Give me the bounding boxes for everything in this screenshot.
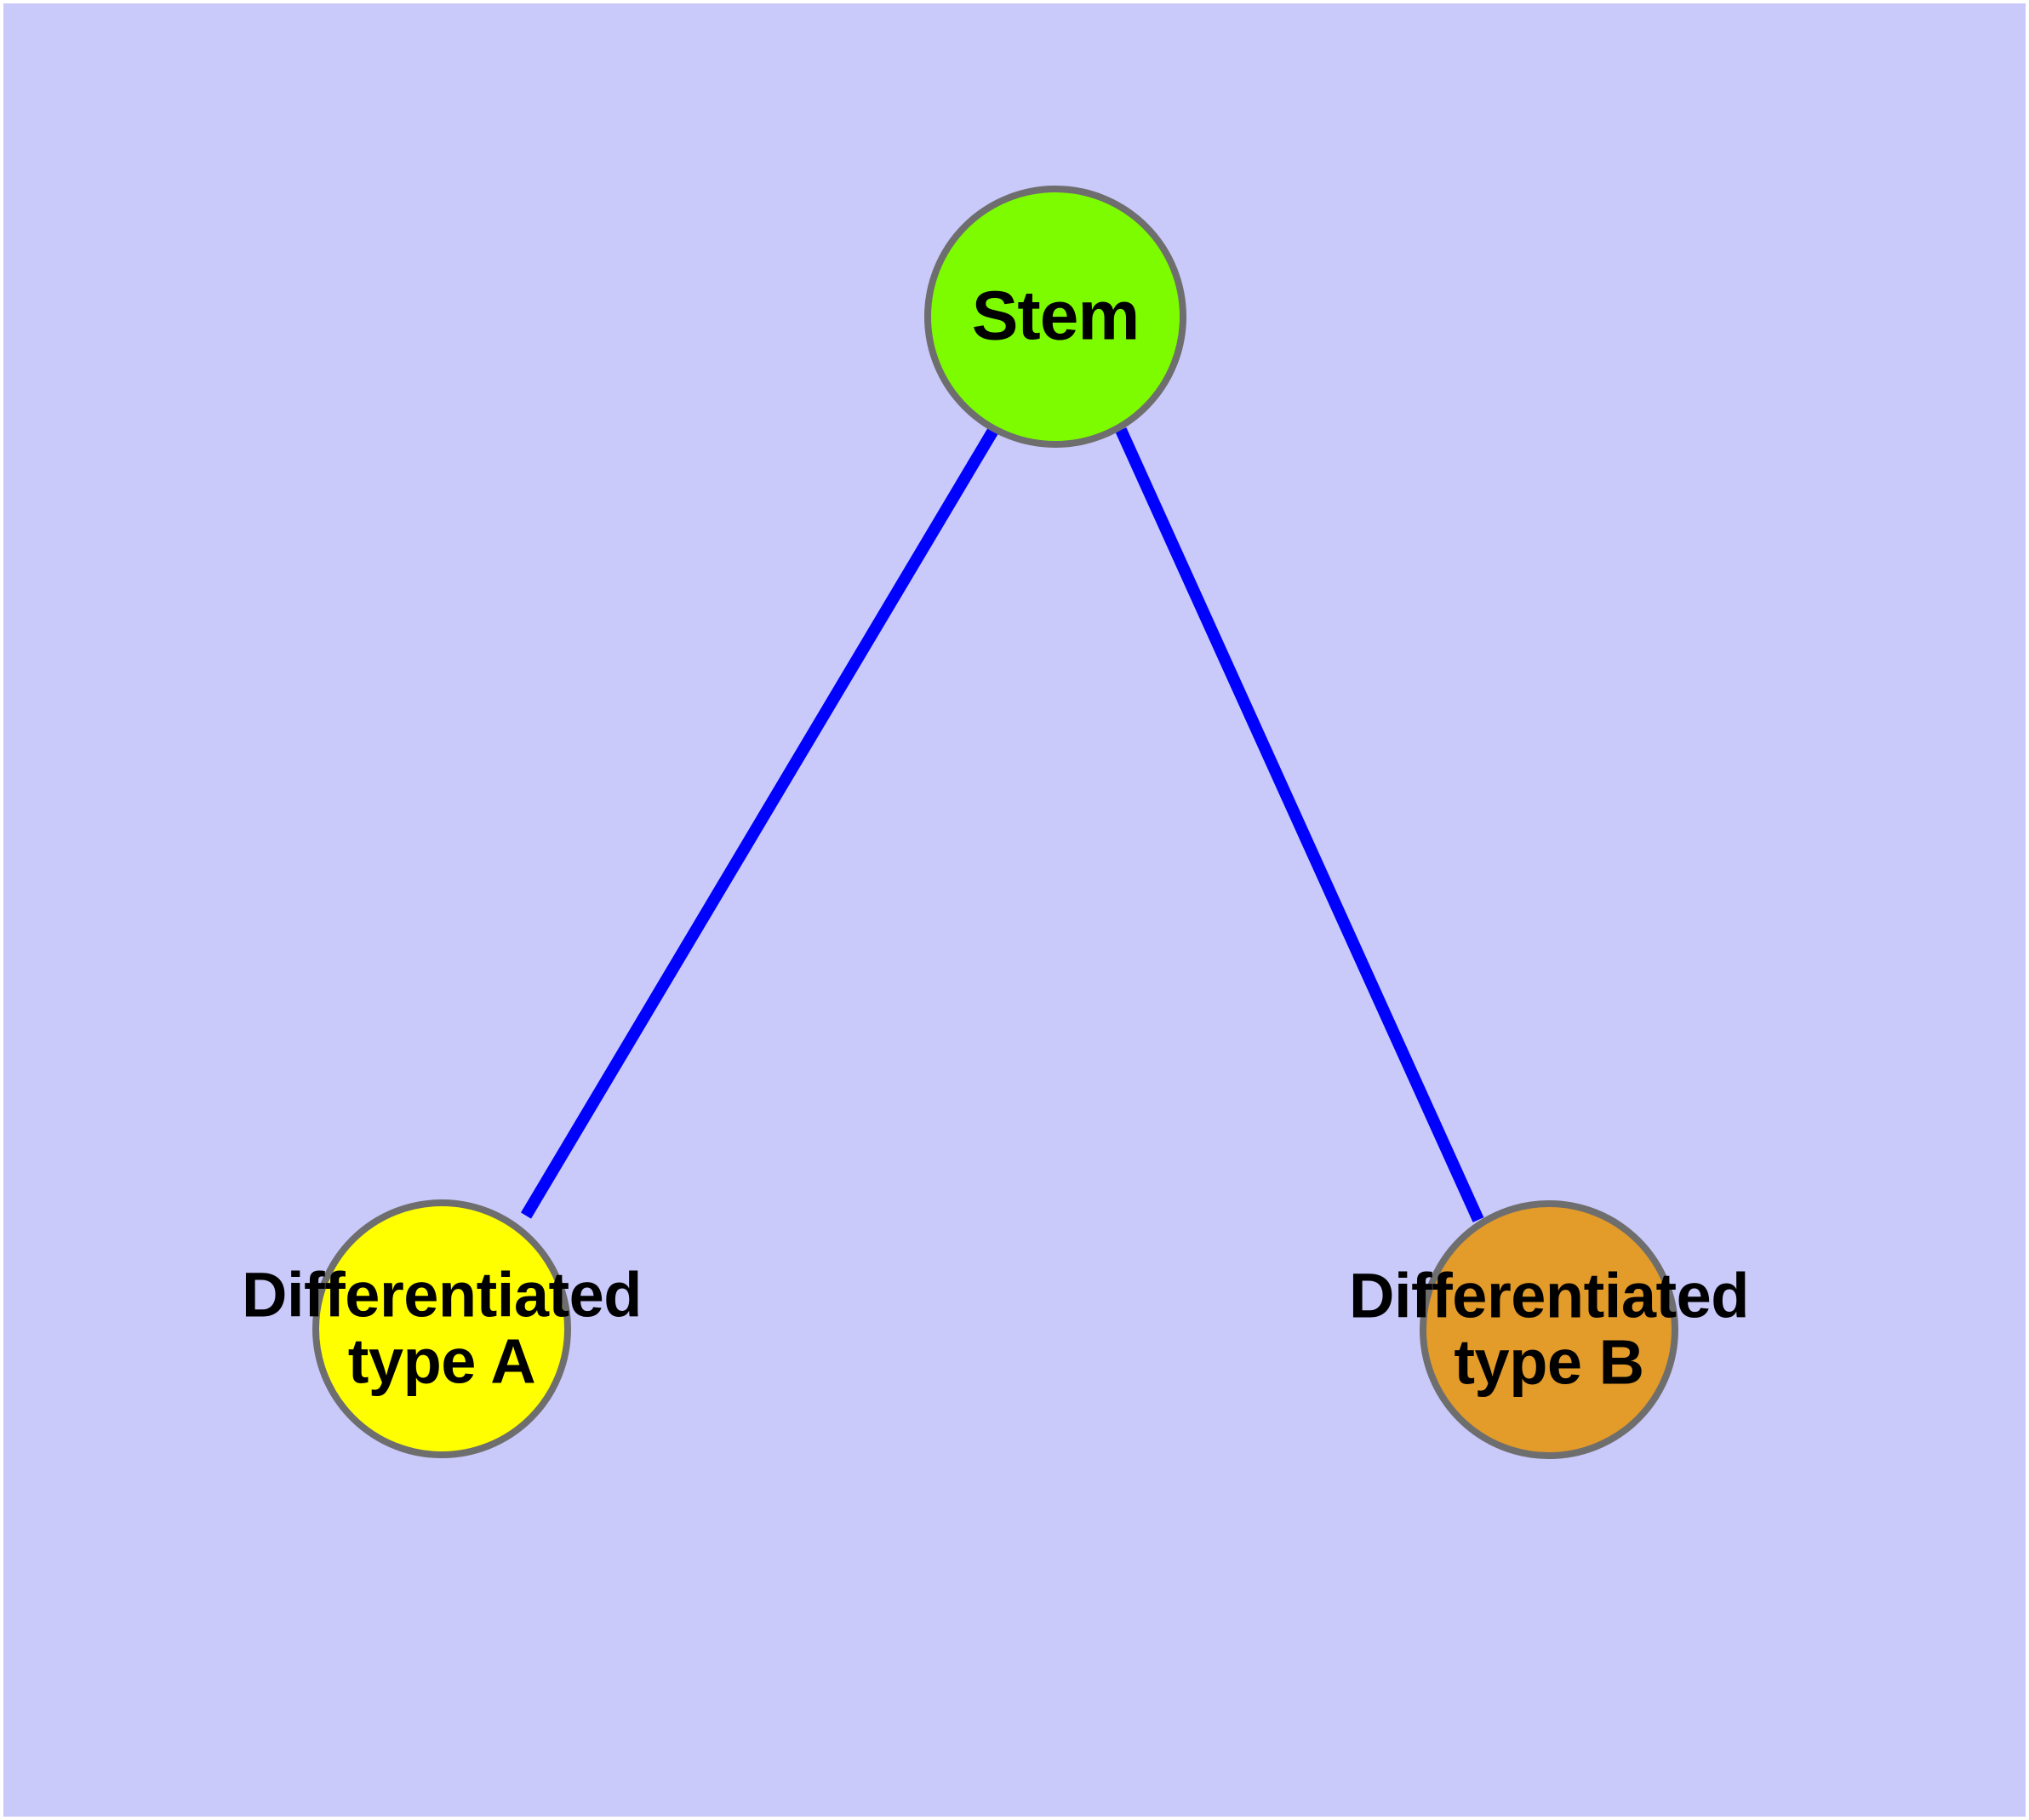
nodes-group (312, 186, 1678, 1459)
graph-node-diff_a[interactable] (312, 1199, 571, 1458)
graph-node-diff_b[interactable] (1420, 1200, 1678, 1459)
graph-svg (312, 186, 1678, 1459)
graph-edge-stem-to-a[interactable] (520, 426, 1000, 1219)
edges-group (520, 426, 1484, 1222)
graph-edge-stem-to-b[interactable] (1115, 427, 1484, 1222)
graph-node-stem[interactable] (924, 186, 1186, 448)
